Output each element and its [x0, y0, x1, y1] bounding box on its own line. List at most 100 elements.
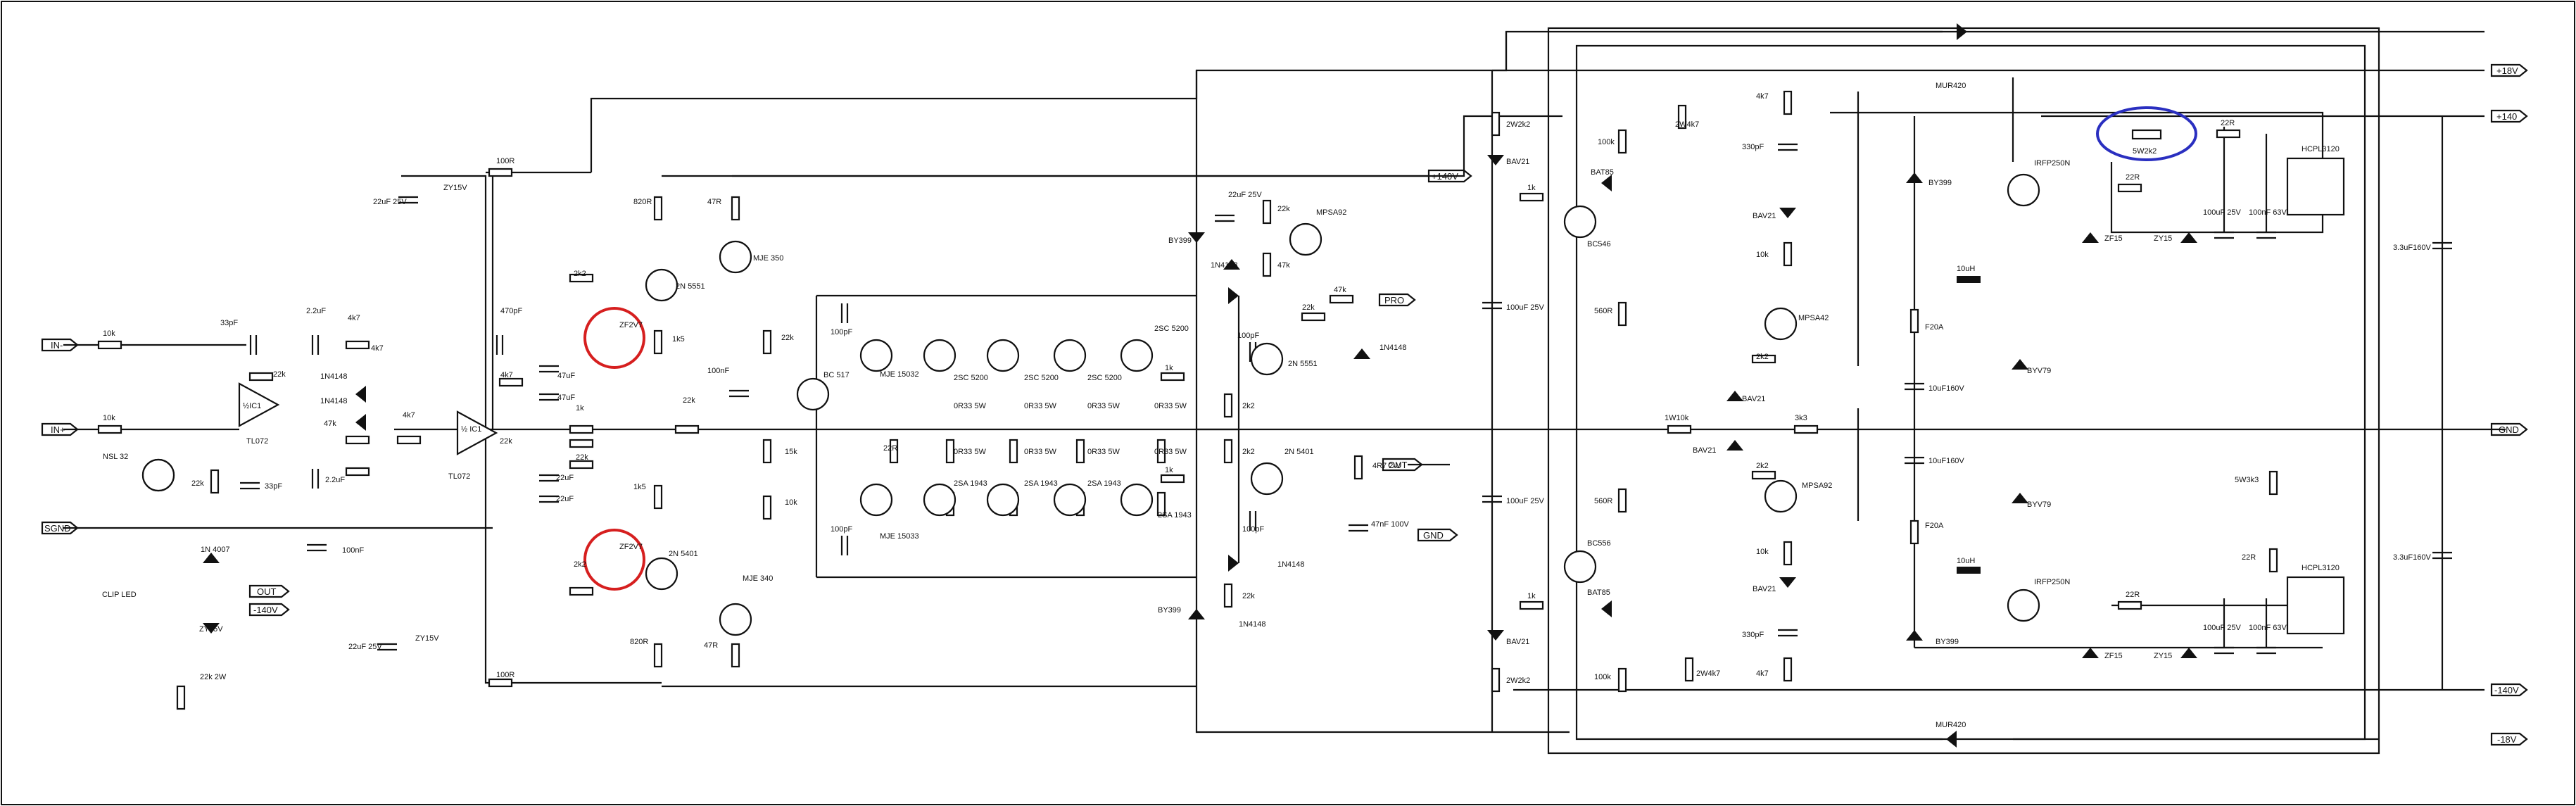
label: 2k2	[1756, 353, 1769, 361]
label: 22R	[2126, 591, 2140, 599]
label: 100uF 25V	[2203, 208, 2241, 217]
diode	[1228, 555, 1239, 572]
resistor	[210, 469, 220, 494]
label: 2SA 1943	[954, 479, 987, 488]
label: 820R	[630, 638, 648, 646]
transistor	[796, 377, 830, 411]
capacitor	[1482, 301, 1502, 310]
label: 22R	[2221, 119, 2235, 127]
label: 100k	[1594, 673, 1611, 681]
transistor	[719, 240, 752, 274]
label: 330pF	[1742, 143, 1764, 151]
resistor	[1160, 372, 1185, 382]
label: BY399	[1936, 638, 1959, 646]
resistor	[1617, 301, 1627, 327]
diode	[1353, 348, 1370, 359]
label: 10k	[103, 414, 115, 422]
resistor	[889, 439, 899, 464]
resistor	[569, 439, 594, 448]
label: 4k7	[1756, 92, 1769, 101]
label: 47k	[1277, 261, 1290, 270]
label: 22uF	[556, 474, 574, 482]
capacitor	[840, 536, 849, 555]
capacitor	[249, 335, 258, 355]
port-out-mid-label: OUT	[1388, 460, 1408, 470]
label: 22k	[576, 453, 588, 462]
resistor	[1793, 424, 1819, 434]
label: BAV21	[1693, 446, 1716, 455]
label: 100nF	[342, 546, 364, 555]
port-out-left	[248, 584, 290, 598]
label: 4k7	[403, 411, 415, 420]
label: 0R33 5W	[1154, 448, 1187, 456]
port-minus140-right	[2490, 683, 2528, 697]
label: BAV21	[1506, 638, 1529, 646]
diode	[1726, 440, 1743, 451]
resistors	[97, 90, 2278, 710]
label: 1N4148	[1239, 620, 1266, 629]
label: 47R	[707, 198, 721, 206]
transistor	[1563, 205, 1597, 239]
hcpl3120-ic-top	[2286, 157, 2345, 216]
label: MJE 15033	[880, 532, 919, 541]
label: 3.3uF160V	[2393, 553, 2431, 562]
label: 10uH	[1957, 265, 1975, 273]
label: MJE 340	[743, 574, 773, 583]
diode	[203, 553, 220, 563]
resistor	[488, 678, 513, 688]
diode	[1726, 391, 1743, 401]
resistor	[1156, 439, 1166, 464]
label: 0R33 5W	[1087, 402, 1120, 410]
label: 820R	[633, 198, 652, 206]
label: 4k7	[371, 344, 384, 353]
diode	[2180, 648, 2197, 658]
resistor	[1353, 455, 1363, 480]
label: 100nF 63V	[2249, 624, 2287, 632]
label: 22k	[500, 437, 512, 446]
diode	[2180, 232, 2197, 243]
resistor	[2117, 183, 2142, 193]
diode	[355, 414, 366, 431]
label: 22R	[2126, 173, 2140, 182]
label: 4k7	[348, 314, 360, 322]
port-minus140-right-label: -140V	[2494, 685, 2519, 695]
label: ZF2V7	[619, 321, 643, 329]
capacitor	[2256, 646, 2276, 655]
transistor	[1764, 307, 1798, 341]
resistor	[1491, 111, 1501, 137]
label: 2SC 5200	[1024, 374, 1059, 382]
label: 2SC 5200	[1087, 374, 1122, 382]
transistor	[719, 603, 752, 636]
diode	[2082, 232, 2099, 243]
resistor	[945, 439, 955, 464]
capacitor	[729, 389, 749, 398]
label: 22R	[883, 444, 897, 453]
capacitors	[240, 143, 2452, 655]
diode	[1906, 172, 1923, 183]
label: TL072	[246, 437, 268, 446]
label: ½IC1	[243, 402, 261, 410]
transistor	[1120, 483, 1154, 517]
capacitor	[2432, 551, 2452, 560]
label: 5W2k2	[2133, 147, 2157, 156]
label: 4k7	[1756, 669, 1769, 678]
resistor	[569, 273, 594, 283]
port-tags: IN- IN+ SGND OUT -140V +140V PRO OUT GND…	[41, 63, 2528, 746]
label: BAT85	[1587, 588, 1610, 597]
resistor	[674, 424, 700, 434]
label: 100nF 63V	[2249, 208, 2287, 217]
capacitor	[377, 643, 397, 651]
label: ZY15	[2154, 652, 2172, 660]
capacitor	[1482, 495, 1502, 503]
resistor	[762, 329, 772, 355]
transistor	[1289, 222, 1322, 256]
label: 1N 4007	[201, 546, 230, 554]
label: CLIP LED	[102, 591, 137, 599]
label: 0R33 5W	[954, 448, 986, 456]
port-minus140-left-label: -140V	[253, 605, 278, 615]
diode	[1223, 259, 1240, 270]
port-plus140-top	[1427, 169, 1472, 183]
resistor	[1617, 667, 1627, 693]
label: 0R33 5W	[1087, 448, 1120, 456]
